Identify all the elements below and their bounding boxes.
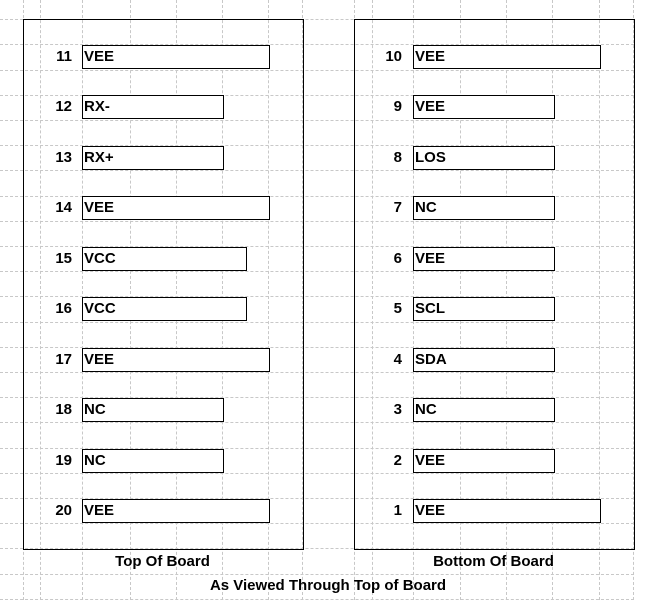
pin-label-box: LOS — [413, 146, 555, 170]
pin-number: 18 — [55, 401, 72, 418]
pin-number: 19 — [55, 452, 72, 469]
bottom-pin-row: 4 SDA — [0, 348, 663, 372]
pin-number: 20 — [55, 502, 72, 519]
pin-number: 13 — [55, 149, 72, 166]
top-pin-row: 11 VEE — [0, 45, 663, 69]
pin-label-box: NC — [413, 398, 555, 422]
pin-label-box: VEE — [413, 499, 601, 523]
top-pin-row: 15 VCC — [0, 247, 663, 271]
pin-label-box: VCC — [82, 247, 247, 271]
pin-number: 16 — [55, 300, 72, 317]
view-caption: As Viewed Through Top of Board — [209, 577, 447, 594]
pin-label-box: VEE — [82, 348, 270, 372]
pin-label-box: SDA — [413, 348, 555, 372]
pin-label-box: VEE — [413, 449, 555, 473]
bottom-pin-row: 8 LOS — [0, 146, 663, 170]
top-pin-row: 17 VEE — [0, 348, 663, 372]
top-of-board-panel — [23, 19, 304, 550]
bottom-pin-row: 10 VEE — [0, 45, 663, 69]
top-pin-row: 18 NC — [0, 398, 663, 422]
pin-number: 9 — [393, 98, 402, 115]
pin-number: 4 — [393, 351, 402, 368]
bottom-pin-row: 3 NC — [0, 398, 663, 422]
top-pin-row: 13 RX+ — [0, 146, 663, 170]
pin-number: 6 — [393, 250, 402, 267]
pin-label-box: RX+ — [82, 146, 224, 170]
pin-label-box: VEE — [413, 45, 601, 69]
bottom-of-board-caption: Bottom Of Board — [433, 553, 554, 570]
pin-number: 10 — [385, 48, 402, 65]
bottom-pin-row: 6 VEE — [0, 247, 663, 271]
pin-label-box: VEE — [82, 499, 270, 523]
pin-number: 11 — [56, 48, 72, 65]
pin-number: 3 — [393, 401, 402, 418]
bottom-pin-row: 7 NC — [0, 196, 663, 220]
top-pin-row: 14 VEE — [0, 196, 663, 220]
top-pin-row: 12 RX- — [0, 95, 663, 119]
pin-label-box: VEE — [413, 247, 555, 271]
top-pin-row: 19 NC — [0, 449, 663, 473]
top-of-board-caption: Top Of Board — [115, 553, 210, 570]
pin-number: 14 — [55, 199, 72, 216]
pin-number: 1 — [393, 502, 402, 519]
pin-label-box: VEE — [82, 45, 270, 69]
pin-label-box: VEE — [413, 95, 555, 119]
bottom-pin-row: 5 SCL — [0, 297, 663, 321]
pin-label-box: RX- — [82, 95, 224, 119]
pin-number: 8 — [393, 149, 402, 166]
bottom-pin-row: 2 VEE — [0, 449, 663, 473]
pin-number: 15 — [55, 250, 72, 267]
pin-number: 12 — [55, 98, 72, 115]
pin-number: 17 — [55, 351, 72, 368]
pin-label-box: VCC — [82, 297, 247, 321]
pin-number: 5 — [393, 300, 402, 317]
top-pin-row: 16 VCC — [0, 297, 663, 321]
top-pin-row: 20 VEE — [0, 499, 663, 523]
pin-label-box: VEE — [82, 196, 270, 220]
pin-label-box: NC — [82, 398, 224, 422]
pin-label-box: NC — [82, 449, 224, 473]
pin-number: 7 — [393, 199, 402, 216]
bottom-pin-row: 1 VEE — [0, 499, 663, 523]
bottom-of-board-panel — [354, 19, 635, 550]
pin-number: 2 — [393, 452, 402, 469]
pin-label-box: NC — [413, 196, 555, 220]
bottom-pin-row: 9 VEE — [0, 95, 663, 119]
pin-label-box: SCL — [413, 297, 555, 321]
